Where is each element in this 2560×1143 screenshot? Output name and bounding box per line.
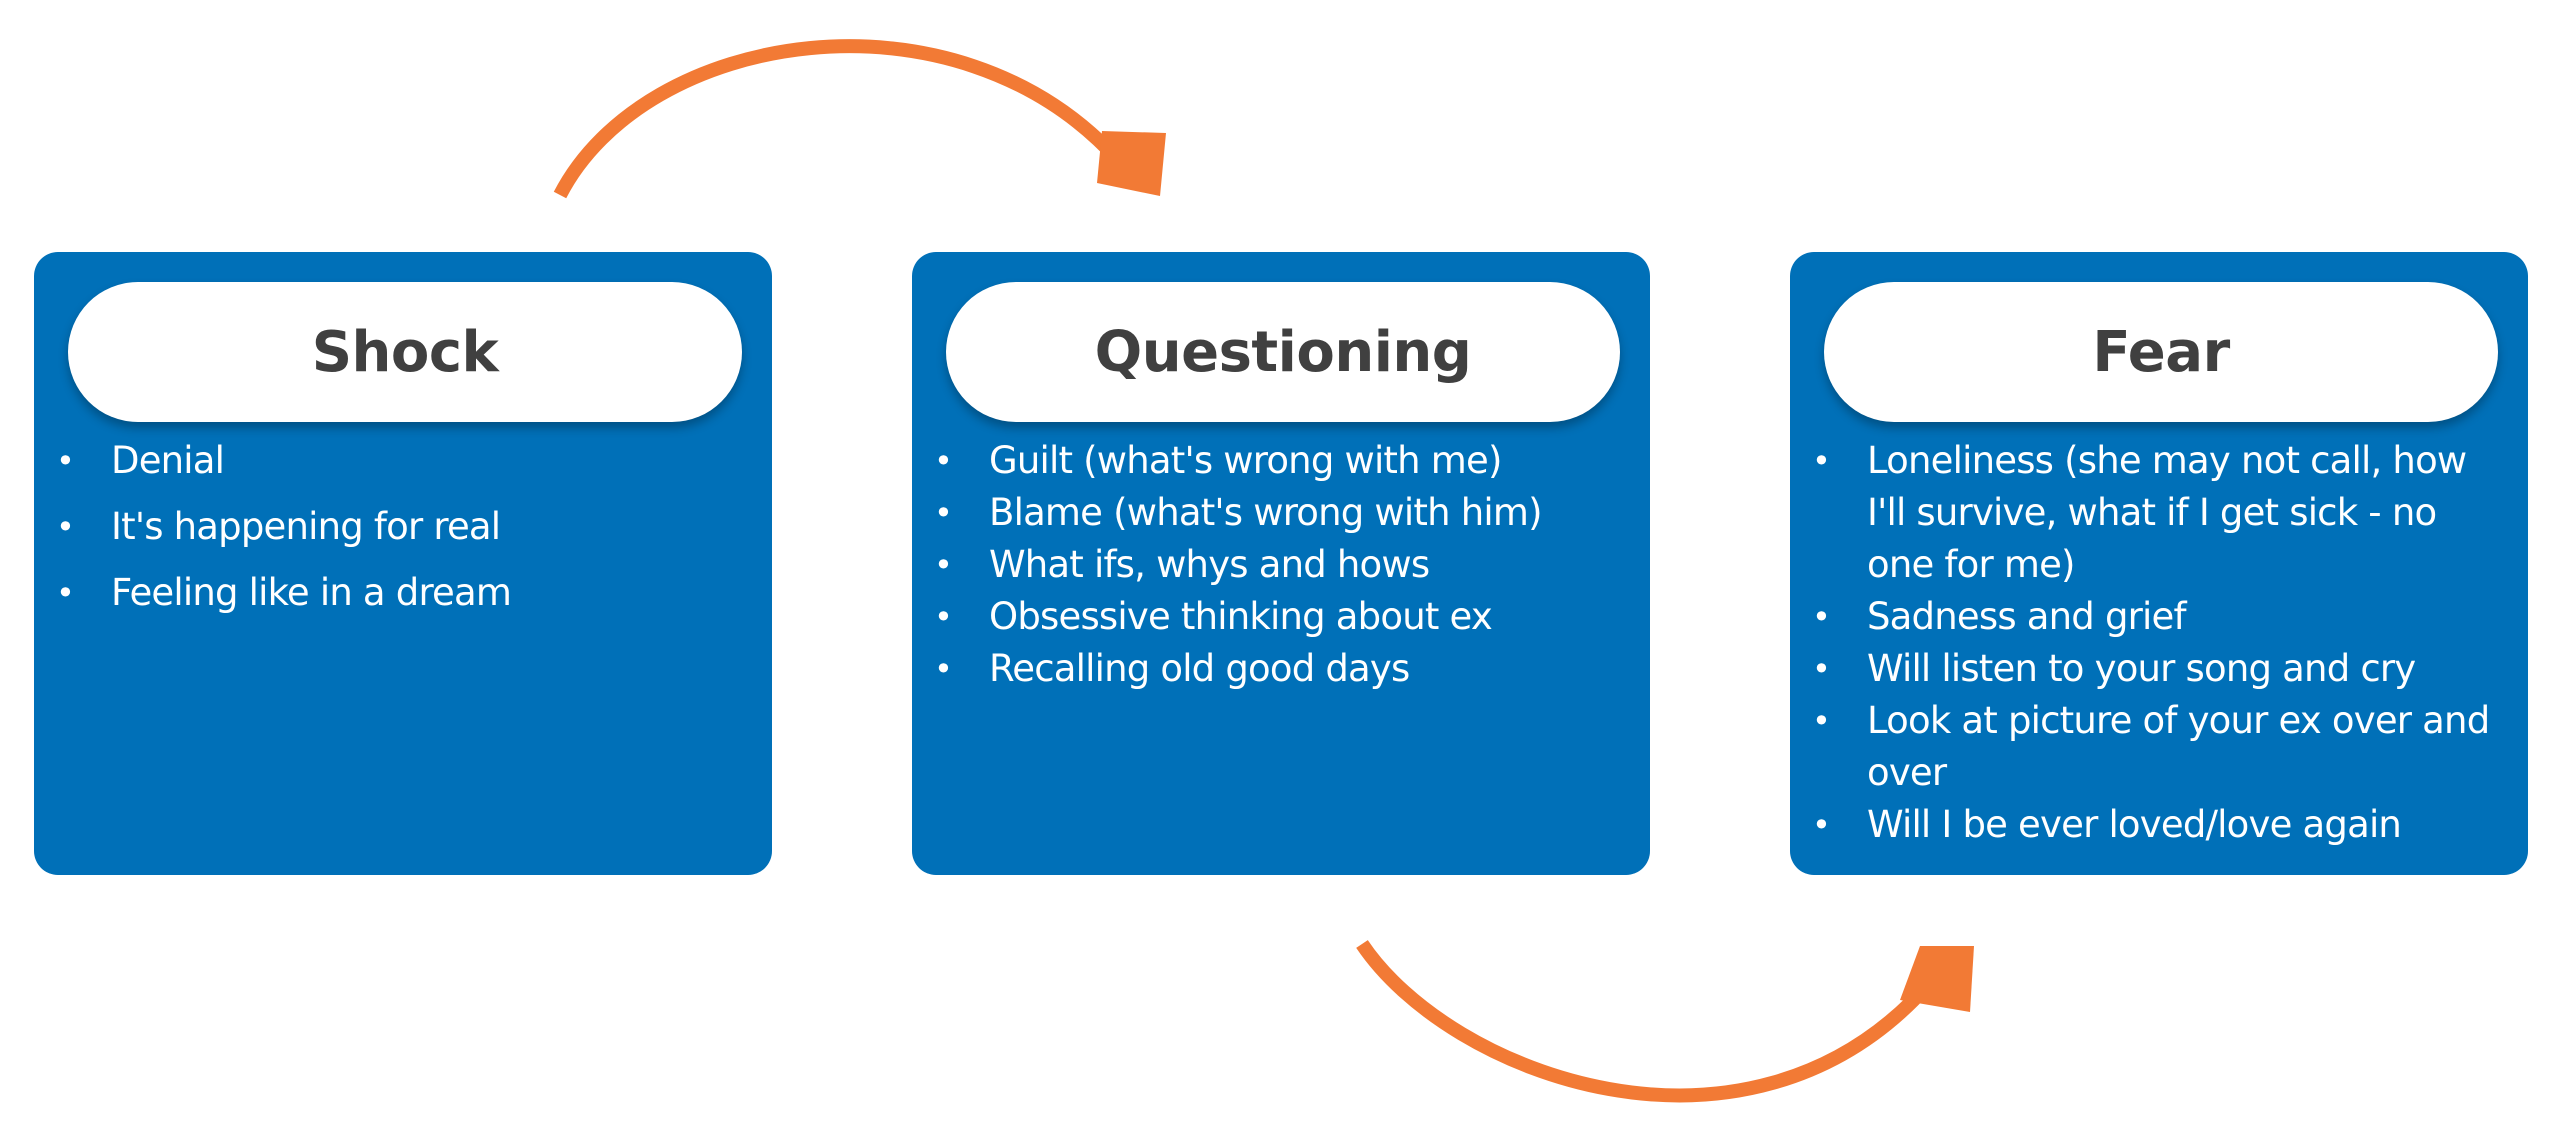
list-item-text: Obsessive thinking about ex	[989, 595, 1493, 638]
stage-bullet-list: • Denial • It's happening for real • Feelin…	[34, 435, 754, 633]
bullet-icon: •	[1811, 702, 1831, 740]
list-item: • Blame (what's wrong with him)	[912, 487, 1632, 539]
stage-title: Questioning	[1094, 319, 1472, 385]
list-item-text: Sadness and grief	[1867, 595, 2187, 638]
list-item: • Will listen to your song and cry	[1790, 643, 2510, 695]
stage-title: Fear	[2092, 319, 2230, 385]
stage-card-questioning: Questioning • Guilt (what's wrong with me…	[912, 252, 1650, 875]
list-item-text: Feeling like in a dream	[111, 571, 512, 614]
bullet-icon: •	[1811, 806, 1831, 844]
curved-arrow-icon	[553, 39, 1124, 199]
list-item: • Guilt (what's wrong with me)	[912, 435, 1632, 487]
stage-bullet-list: • Loneliness (she may not call, how I'll …	[1790, 435, 2510, 851]
bullet-icon: •	[933, 650, 953, 688]
list-item: • Will I be ever loved/love again	[1790, 799, 2510, 851]
bullet-icon: •	[55, 574, 75, 612]
stage-card-fear: Fear • Loneliness (she may not call, how …	[1790, 252, 2528, 875]
curved-arrow-icon	[1356, 940, 1931, 1103]
list-item-text: Will listen to your song and cry	[1867, 647, 2416, 690]
list-item-text: Blame (what's wrong with him)	[989, 491, 1543, 534]
bullet-icon: •	[933, 546, 953, 584]
list-item: • Loneliness (she may not call, how I'll …	[1790, 435, 2510, 591]
bullet-icon: •	[933, 598, 953, 636]
arrow-head-icon	[1900, 946, 1974, 1012]
arrow-questioning-to-fear	[1356, 940, 1974, 1103]
bullet-icon: •	[1811, 650, 1831, 688]
stage-title-pill: Shock	[68, 282, 742, 422]
list-item: • Feeling like in a dream	[34, 567, 754, 619]
list-item: • It's happening for real	[34, 501, 754, 553]
arrow-head-icon	[1097, 131, 1166, 196]
bullet-icon: •	[55, 508, 75, 546]
list-item-text: Loneliness (she may not call, how I'll s…	[1867, 439, 2467, 586]
stage-card-shock: Shock • Denial • It's happening for real •…	[34, 252, 772, 875]
list-item-text: Recalling old good days	[989, 647, 1410, 690]
list-item-text: Look at picture of your ex over and over	[1867, 699, 2490, 794]
list-item: • Sadness and grief	[1790, 591, 2510, 643]
stage-title-pill: Fear	[1824, 282, 2498, 422]
list-item: • Denial	[34, 435, 754, 487]
list-item: • What ifs, whys and hows	[912, 539, 1632, 591]
stage-bullet-list: • Guilt (what's wrong with me) • Blame (wh…	[912, 435, 1632, 695]
arrow-shock-to-questioning	[553, 39, 1166, 199]
list-item-text: What ifs, whys and hows	[989, 543, 1430, 586]
list-item-text: Denial	[111, 439, 225, 482]
list-item-text: It's happening for real	[111, 505, 501, 548]
bullet-icon: •	[55, 442, 75, 480]
bullet-icon: •	[933, 442, 953, 480]
bullet-icon: •	[933, 494, 953, 532]
list-item-text: Guilt (what's wrong with me)	[989, 439, 1502, 482]
list-item: • Obsessive thinking about ex	[912, 591, 1632, 643]
stage-title-pill: Questioning	[946, 282, 1620, 422]
stage-title: Shock	[311, 319, 499, 385]
list-item: • Look at picture of your ex over and ove…	[1790, 695, 2510, 799]
bullet-icon: •	[1811, 598, 1831, 636]
list-item: • Recalling old good days	[912, 643, 1632, 695]
bullet-icon: •	[1811, 442, 1831, 480]
list-item-text: Will I be ever loved/love again	[1867, 803, 2402, 846]
